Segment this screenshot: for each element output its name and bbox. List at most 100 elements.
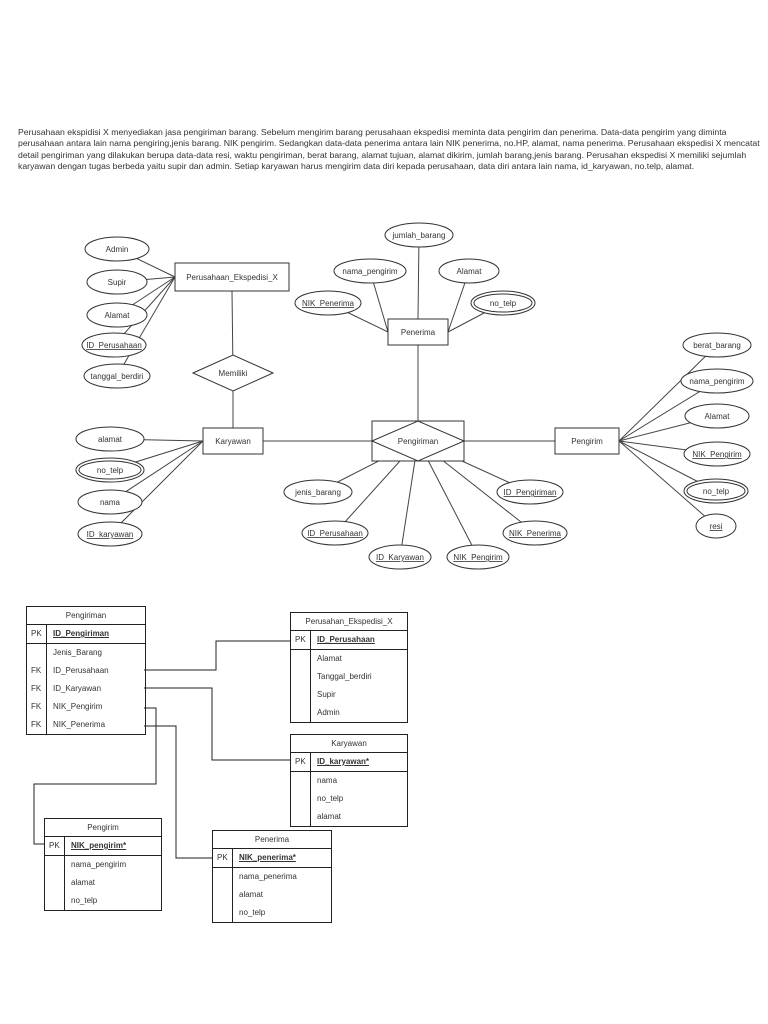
table-key-cell bbox=[291, 808, 311, 826]
relationship-memiliki[interactable]: Memiliki bbox=[191, 354, 275, 392]
attribute-alamat_k[interactable]: alamat bbox=[75, 426, 145, 452]
edge-tanggal bbox=[116, 276, 176, 377]
attribute-ellipse-inner bbox=[686, 481, 746, 501]
table-key-cell bbox=[291, 650, 311, 668]
table-row: alamat bbox=[291, 808, 407, 826]
description-paragraph: Perusahaan ekspidisi X menyediakan jasa … bbox=[18, 127, 760, 171]
attribute-tanggal[interactable]: tanggal_berdiri bbox=[83, 363, 151, 389]
attribute-jenis[interactable]: jenis_barang bbox=[283, 479, 353, 505]
table-field-cell: NIK_Penerima bbox=[53, 720, 106, 729]
entity-penerima[interactable]: Penerima bbox=[387, 318, 449, 346]
attribute-label: ID_Karyawan bbox=[376, 553, 424, 562]
attribute-ellipse bbox=[333, 258, 407, 284]
table-field-cell: nama_penerima bbox=[239, 872, 297, 881]
attribute-nama_pen[interactable]: nama_pengirim bbox=[333, 258, 407, 284]
table-field-cell: no_telp bbox=[317, 794, 344, 803]
entity-box bbox=[202, 427, 264, 455]
table-key-cell: PK bbox=[213, 849, 233, 867]
attribute-ellipse bbox=[283, 479, 353, 505]
entity-label: Pengirim bbox=[571, 437, 603, 446]
attribute-notelp_pen[interactable]: no_telp bbox=[470, 290, 536, 316]
table-field-cell: Tanggal_berdiri bbox=[317, 672, 372, 681]
attribute-nik_pen[interactable]: NIK_Penerima bbox=[294, 290, 362, 316]
table-row: no_telp bbox=[45, 892, 161, 910]
attribute-ellipse bbox=[301, 520, 369, 546]
attribute-label: Alamat bbox=[705, 412, 731, 421]
table-row: no_telp bbox=[213, 904, 331, 922]
attribute-nikpen_s[interactable]: NIK_Penerima bbox=[502, 520, 568, 546]
attribute-ellipse bbox=[695, 513, 737, 539]
edge-berat bbox=[618, 344, 718, 442]
table-row: Admin bbox=[291, 704, 407, 722]
attribute-label: NIK_Pengirim bbox=[692, 450, 742, 459]
edge-resi bbox=[618, 440, 717, 527]
entity-perusahaan[interactable]: Perusahaan_Ekspedisi_X bbox=[174, 262, 290, 292]
entity-label: Perusahaan_Ekspedisi_X bbox=[186, 273, 278, 282]
attribute-label: Alamat bbox=[457, 267, 483, 276]
relationship-diamond bbox=[370, 420, 466, 462]
attribute-nama_pgr[interactable]: nama_pengirim bbox=[680, 368, 754, 394]
attribute-label: NIK_Penerima bbox=[509, 529, 562, 538]
attribute-alamat_pen[interactable]: Alamat bbox=[438, 258, 500, 284]
attribute-admin[interactable]: Admin bbox=[84, 236, 150, 262]
table-field-cell: NIK_pengirim* bbox=[71, 841, 127, 850]
attribute-ellipse bbox=[294, 290, 362, 316]
attribute-label: NIK_Penerima bbox=[302, 299, 355, 308]
entity-karyawan[interactable]: Karyawan bbox=[202, 427, 264, 455]
table-key-cell bbox=[291, 704, 311, 722]
attribute-jumlah[interactable]: jumlah_barang bbox=[384, 222, 454, 248]
table-field-cell: NIK_Pengirim bbox=[53, 702, 103, 711]
attribute-label: nama_pengirim bbox=[342, 267, 397, 276]
attribute-label: ID_Perusahaan bbox=[86, 341, 142, 350]
attribute-idkar_k[interactable]: ID_karyawan bbox=[77, 521, 143, 547]
table-key-cell bbox=[291, 790, 311, 808]
attribute-notelp_k[interactable]: no_telp bbox=[75, 457, 145, 483]
attribute-ellipse bbox=[502, 520, 568, 546]
attribute-alamat_pgr[interactable]: Alamat bbox=[684, 403, 750, 429]
attribute-id_pengiriman[interactable]: ID_Pengiriman bbox=[496, 479, 564, 505]
attribute-label: alamat bbox=[98, 435, 123, 444]
attribute-ellipse bbox=[86, 302, 148, 328]
table-field-cell: nama bbox=[317, 776, 338, 785]
attribute-idkar_s[interactable]: ID_Karyawan bbox=[368, 544, 432, 570]
table-title: Karyawan bbox=[291, 735, 407, 753]
attribute-ellipse bbox=[77, 489, 143, 515]
attribute-resi[interactable]: resi bbox=[695, 513, 737, 539]
attribute-berat[interactable]: berat_barang bbox=[682, 332, 752, 358]
entity-pengirim[interactable]: Pengirim bbox=[554, 427, 620, 455]
attribute-nik_pgr[interactable]: NIK_Pengirim bbox=[683, 441, 751, 467]
table-field-cell: Supir bbox=[317, 690, 336, 699]
attribute-id_perusahaan_p[interactable]: ID_Perusahaan bbox=[81, 332, 147, 358]
attribute-nama_k[interactable]: nama bbox=[77, 489, 143, 515]
attribute-id_perusahaan_s[interactable]: ID_Perusahaan bbox=[301, 520, 369, 546]
attribute-label: no_telp bbox=[97, 466, 124, 475]
attribute-nikpgr_s[interactable]: NIK_Pengirim bbox=[446, 544, 510, 570]
attribute-ellipse bbox=[77, 521, 143, 547]
table-field-cell: no_telp bbox=[239, 908, 266, 917]
table-row: nama_penerima bbox=[213, 868, 331, 886]
relationship-label: Memiliki bbox=[219, 369, 248, 378]
attribute-label: nama_pengirim bbox=[689, 377, 744, 386]
table-title: Penerima bbox=[213, 831, 331, 849]
attribute-notelp_pgr[interactable]: no_telp bbox=[683, 478, 749, 504]
attribute-ellipse bbox=[682, 332, 752, 358]
attribute-label: jumlah_barang bbox=[392, 231, 446, 240]
relationship-pengiriman[interactable]: Pengiriman bbox=[370, 420, 466, 462]
attribute-supir[interactable]: Supir bbox=[86, 269, 148, 295]
relationship-diamond bbox=[191, 354, 275, 392]
table-key-cell bbox=[213, 886, 233, 904]
table-field-cell: NIK_penerima* bbox=[239, 853, 296, 862]
table-row: alamat bbox=[45, 874, 161, 892]
table-key-cell: PK bbox=[27, 625, 47, 643]
table-row: Tanggal_berdiri bbox=[291, 668, 407, 686]
attribute-alamat_p[interactable]: Alamat bbox=[86, 302, 148, 328]
attribute-ellipse bbox=[438, 258, 500, 284]
